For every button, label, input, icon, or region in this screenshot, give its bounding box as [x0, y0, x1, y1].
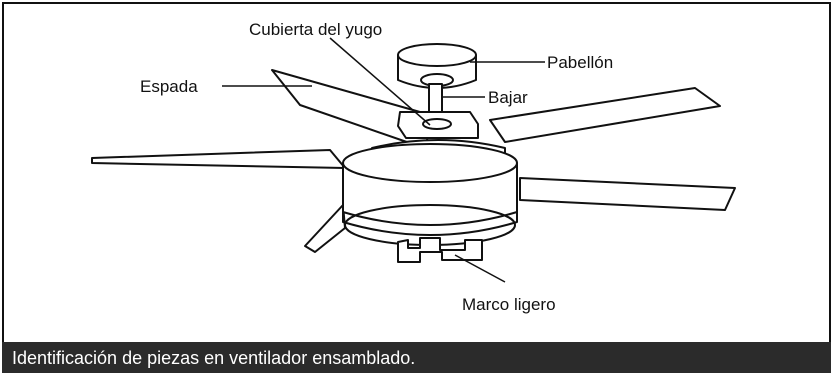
- blade-right-bottom: [519, 177, 736, 211]
- label-light-frame: Marco ligero: [462, 295, 556, 314]
- leader-yoke-cover: [329, 37, 431, 126]
- label-canopy: Pabellón: [547, 53, 614, 72]
- label-downrod: Bajar: [488, 88, 528, 107]
- blade-bottom-left: [304, 204, 346, 253]
- blade-right-top: [489, 87, 721, 143]
- caption-bar: Identificación de piezas en ventilador e…: [2, 342, 831, 373]
- ceiling-fan-drawing: [91, 37, 736, 283]
- label-yoke-cover: Cubierta del yugo: [249, 20, 383, 39]
- leader-light-frame: [454, 254, 506, 283]
- caption-text: Identificación de piezas en ventilador e…: [12, 348, 416, 368]
- label-blade: Espada: [140, 77, 198, 96]
- blade-left-long: [91, 149, 346, 169]
- light-frame: [397, 237, 483, 263]
